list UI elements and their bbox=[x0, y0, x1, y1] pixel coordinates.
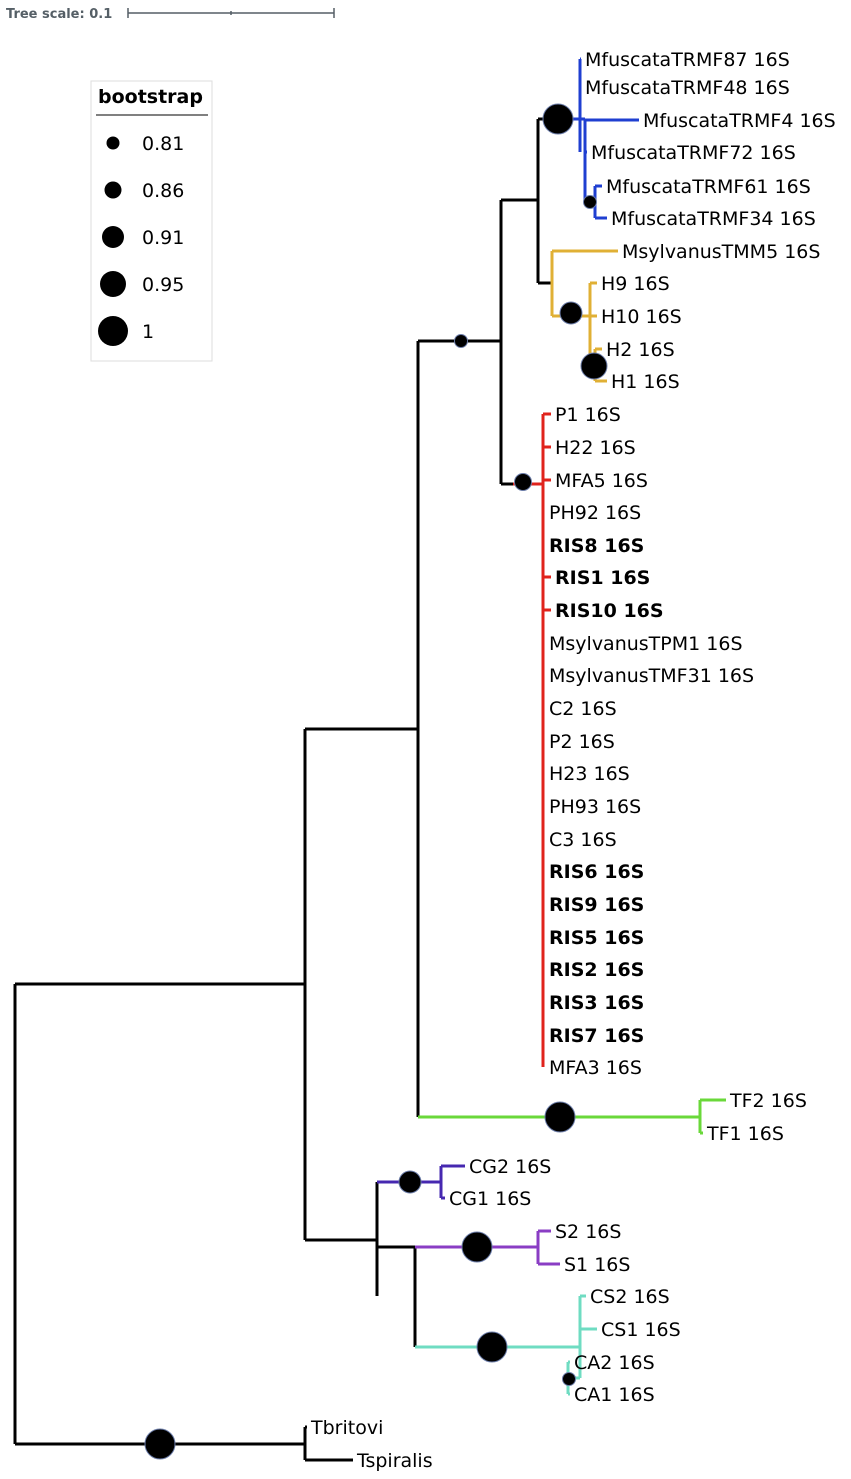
legend-label: 0.86 bbox=[142, 180, 184, 202]
leaf-label: RIS9 16S bbox=[549, 894, 644, 916]
leaf-label: MsylvanusTMM5 16S bbox=[622, 241, 820, 263]
leaf-label: RIS3 16S bbox=[549, 992, 644, 1014]
leaf-label: CS2 16S bbox=[590, 1286, 670, 1308]
legend-marker bbox=[102, 226, 124, 248]
bootstrap-marker-root bbox=[144, 1428, 176, 1460]
legend-label: 0.95 bbox=[142, 274, 184, 296]
legend-marker bbox=[98, 316, 128, 346]
leaf-label: H2 16S bbox=[606, 339, 675, 361]
leaf-label: MfuscataTRMF61 16S bbox=[606, 176, 811, 198]
leaf-label: RIS10 16S bbox=[555, 600, 664, 622]
bootstrap-marker-blue-clade bbox=[542, 103, 574, 135]
leaf-label: Tbritovi bbox=[310, 1417, 383, 1439]
leaf-labels: MfuscataTRMF87 16S MfuscataTRMF48 16S Mfus… bbox=[310, 49, 836, 1472]
leaf-label: MfuscataTRMF72 16S bbox=[591, 142, 796, 164]
leaf-label: MfuscataTRMF34 16S bbox=[611, 208, 816, 230]
leaf-label: H1 16S bbox=[611, 371, 680, 393]
leaf-label: H22 16S bbox=[555, 437, 636, 459]
bootstrap-marker-gold-h bbox=[559, 301, 583, 325]
leaf-label: MsylvanusTPM1 16S bbox=[549, 633, 743, 655]
legend-label: 0.91 bbox=[142, 227, 184, 249]
bootstrap-marker-blue-61-34 bbox=[583, 195, 597, 209]
legend-marker bbox=[106, 136, 120, 150]
bootstrap-legend: bootstrap 0.81 0.86 0.91 0.95 1 bbox=[90, 80, 213, 362]
bootstrap-markers bbox=[144, 103, 608, 1460]
bootstrap-marker-gold-h2-h1 bbox=[580, 352, 608, 380]
leaf-label: H10 16S bbox=[601, 306, 682, 328]
leaf-label: PH92 16S bbox=[549, 502, 641, 524]
leaf-label: CA2 16S bbox=[574, 1352, 655, 1374]
leaf-label: MFA5 16S bbox=[555, 470, 648, 492]
bootstrap-marker-s-clade bbox=[461, 1231, 493, 1263]
leaf-label: Tspiralis bbox=[356, 1450, 433, 1472]
leaf-label: P2 16S bbox=[549, 731, 615, 753]
leaf-label: CG2 16S bbox=[469, 1156, 551, 1178]
leaf-label: S1 16S bbox=[564, 1254, 630, 1276]
leaf-label: RIS6 16S bbox=[549, 861, 644, 883]
leaf-label: CA1 16S bbox=[574, 1384, 655, 1406]
leaf-label: CG1 16S bbox=[449, 1188, 531, 1210]
leaf-label: MfuscataTRMF87 16S bbox=[585, 49, 790, 71]
leaf-label: H23 16S bbox=[549, 763, 630, 785]
leaf-label: MfuscataTRMF48 16S bbox=[585, 77, 790, 99]
bootstrap-marker-cg-clade bbox=[398, 1170, 422, 1194]
leaf-label: H9 16S bbox=[601, 273, 670, 295]
leaf-label: TF2 16S bbox=[729, 1090, 807, 1112]
leaf-label: MFA3 16S bbox=[549, 1057, 642, 1079]
leaf-label: CS1 16S bbox=[601, 1319, 681, 1341]
bootstrap-marker-macaque-clade bbox=[454, 334, 468, 348]
bootstrap-marker-tf-clade bbox=[544, 1101, 576, 1133]
legend-label: 1 bbox=[142, 321, 154, 343]
leaf-label: C3 16S bbox=[549, 829, 617, 851]
bootstrap-marker-ca-clade bbox=[562, 1372, 576, 1386]
leaf-label: RIS7 16S bbox=[549, 1025, 644, 1047]
leaf-label: TF1 16S bbox=[706, 1123, 784, 1145]
leaf-label: S2 16S bbox=[555, 1221, 621, 1243]
leaf-label: C2 16S bbox=[549, 698, 617, 720]
legend-box bbox=[90, 80, 213, 362]
bootstrap-marker-red-clade bbox=[514, 473, 532, 491]
legend-title: bootstrap bbox=[98, 86, 203, 108]
bootstrap-marker-c-clade bbox=[476, 1331, 508, 1363]
legend-marker bbox=[100, 271, 126, 297]
legend-marker bbox=[104, 181, 122, 199]
leaf-label: MsylvanusTMF31 16S bbox=[549, 665, 754, 687]
leaf-label: MfuscataTRMF4 16S bbox=[643, 110, 836, 132]
legend-label: 0.81 bbox=[142, 133, 184, 155]
leaf-label: RIS1 16S bbox=[555, 567, 650, 589]
leaf-label: RIS8 16S bbox=[549, 535, 644, 557]
tree-scale-label: Tree scale: 0.1 bbox=[6, 7, 112, 22]
leaf-label: RIS5 16S bbox=[549, 927, 644, 949]
tree-scale: Tree scale: 0.1 bbox=[6, 7, 335, 22]
leaf-label: RIS2 16S bbox=[549, 959, 644, 981]
leaf-label: P1 16S bbox=[555, 404, 621, 426]
leaf-label: PH93 16S bbox=[549, 796, 641, 818]
